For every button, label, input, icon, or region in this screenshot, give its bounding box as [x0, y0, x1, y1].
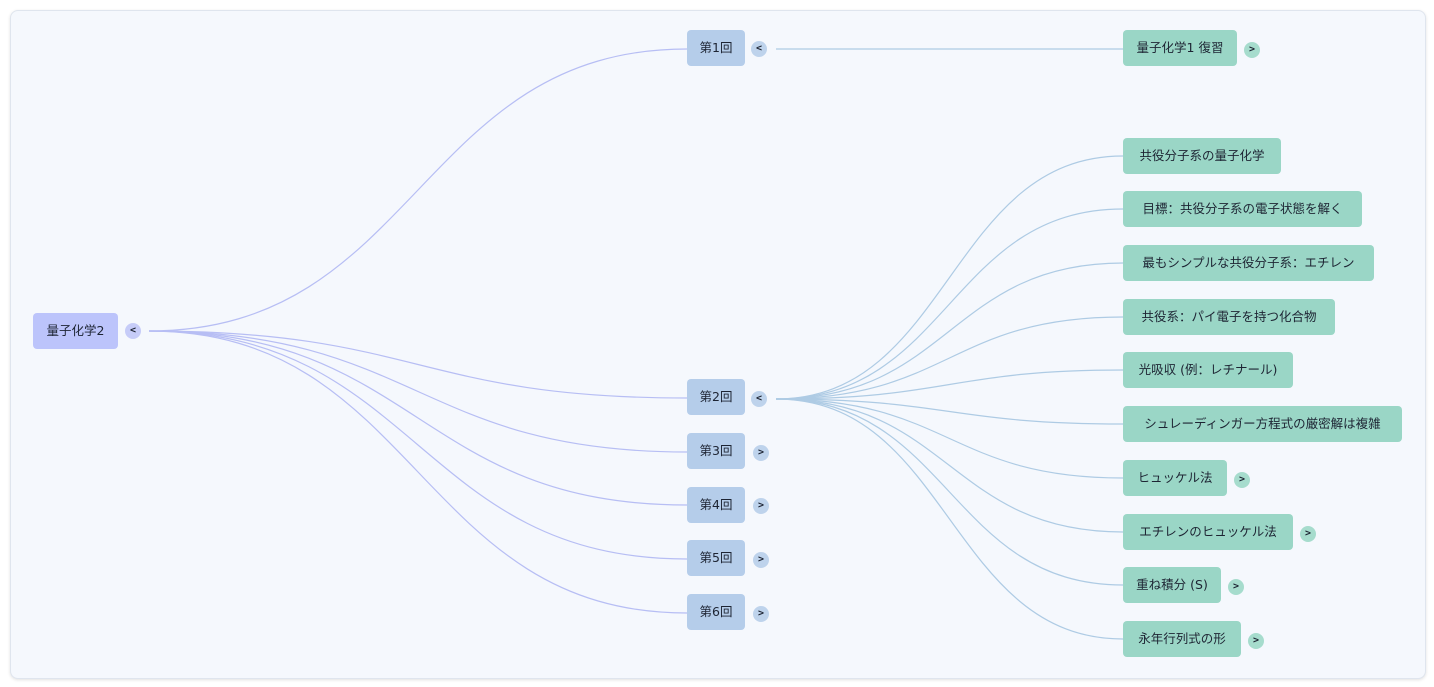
edge-session2-topic-8: [775, 398, 1124, 533]
mindmap-edges: [148, 48, 1124, 640]
edge-root-session-1: [148, 48, 688, 332]
topic-node-light-absorption[interactable]: 光吸収 (例：レチナール): [1123, 352, 1293, 388]
session-3-toggle[interactable]: >: [753, 445, 769, 461]
topic-huckel-toggle[interactable]: >: [1234, 472, 1250, 488]
topic-node-goal[interactable]: 目標：共役分子系の電子状態を解く: [1123, 191, 1362, 227]
topic-overlap-toggle[interactable]: >: [1228, 579, 1244, 595]
topic-node-ethylene-huckel[interactable]: エチレンのヒュッケル法: [1123, 514, 1293, 550]
edge-root-session-5: [148, 330, 688, 560]
session-2-toggle[interactable]: <: [751, 391, 767, 407]
edge-session2-topic-10: [775, 398, 1124, 640]
topic-node-schrodinger[interactable]: シュレーディンガー方程式の厳密解は複雑: [1123, 406, 1402, 442]
session-1-toggle[interactable]: <: [751, 41, 767, 57]
topic-node-review[interactable]: 量子化学1 復習: [1123, 30, 1237, 66]
session-node-3[interactable]: 第3回: [687, 433, 745, 469]
edge-session2-topic-3: [775, 262, 1124, 400]
topic-secular-toggle[interactable]: >: [1248, 633, 1264, 649]
root-collapse-toggle[interactable]: <: [125, 323, 141, 339]
edge-session2-topic-9: [775, 398, 1124, 586]
edge-root-session-2: [148, 330, 688, 399]
session-node-5[interactable]: 第5回: [687, 540, 745, 576]
topic-node-ethylene-simplest[interactable]: 最もシンプルな共役分子系：エチレン: [1123, 245, 1374, 281]
topic-node-pi-electron[interactable]: 共役系：パイ電子を持つ化合物: [1123, 299, 1335, 335]
session-6-toggle[interactable]: >: [753, 606, 769, 622]
topic-node-conjugated-quantum[interactable]: 共役分子系の量子化学: [1123, 138, 1281, 174]
mindmap-canvas: 量子化学2 < 第1回 < 第2回 < 第3回 > 第4回 > 第5回 > 第6…: [10, 10, 1426, 679]
session-node-1[interactable]: 第1回: [687, 30, 745, 66]
topic-node-secular-determinant[interactable]: 永年行列式の形: [1123, 621, 1241, 657]
root-node[interactable]: 量子化学2: [33, 313, 118, 349]
edge-session2-topic-5: [775, 369, 1124, 400]
edge-session2-topic-7: [775, 398, 1124, 479]
edge-root-session-6: [148, 330, 688, 614]
session-node-4[interactable]: 第4回: [687, 487, 745, 523]
edge-root-session-3: [148, 330, 688, 453]
edge-root-session-4: [148, 330, 688, 506]
session-4-toggle[interactable]: >: [753, 498, 769, 514]
topic-ethylene-huckel-toggle[interactable]: >: [1300, 526, 1316, 542]
edge-session2-topic-1: [775, 155, 1124, 400]
edge-session2-topic-4: [775, 316, 1124, 400]
topic-node-huckel[interactable]: ヒュッケル法: [1123, 460, 1227, 496]
edge-session2-topic-6: [775, 398, 1124, 425]
session-node-6[interactable]: 第6回: [687, 594, 745, 630]
topic-review-toggle[interactable]: >: [1244, 42, 1260, 58]
topic-node-overlap-integral[interactable]: 重ね積分 (S): [1123, 567, 1221, 603]
edge-session2-topic-2: [775, 208, 1124, 400]
session-node-2[interactable]: 第2回: [687, 379, 745, 415]
session-5-toggle[interactable]: >: [753, 552, 769, 568]
